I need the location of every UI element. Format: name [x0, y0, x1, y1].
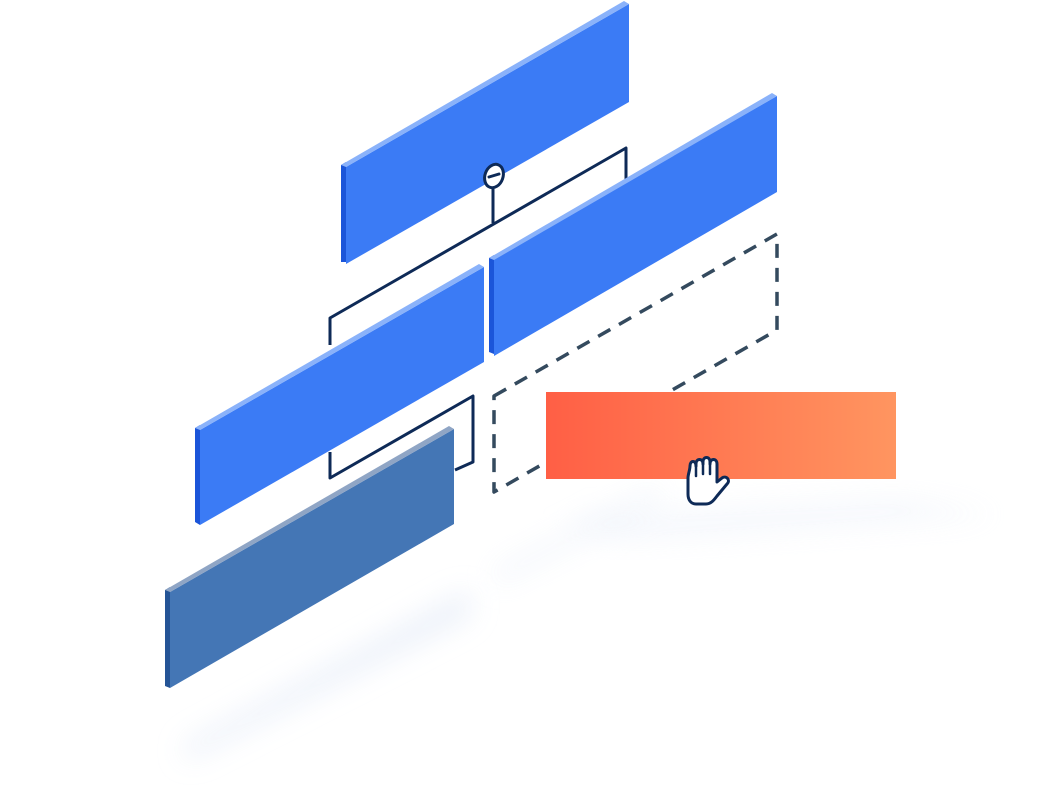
dragged-node-block[interactable] — [546, 392, 896, 479]
tree-connectors — [328, 146, 628, 480]
grab-hand-icon — [686, 456, 730, 506]
connector-to-muted-block — [328, 394, 475, 480]
drop-target-shadow — [495, 485, 660, 585]
shadow-group — [185, 485, 1000, 760]
child-node-block-right[interactable] — [489, 93, 777, 356]
child-node-block-left[interactable] — [195, 264, 484, 525]
collapse-toggle-icon[interactable] — [481, 162, 506, 191]
drop-target-outline[interactable] — [492, 232, 779, 494]
dragged-block-shadow — [560, 500, 1000, 540]
grandchild-node-block[interactable] — [165, 426, 454, 688]
root-node-block[interactable] — [341, 1, 629, 264]
muted-block-shadow — [185, 590, 470, 760]
connector-root-to-children — [328, 146, 628, 345]
